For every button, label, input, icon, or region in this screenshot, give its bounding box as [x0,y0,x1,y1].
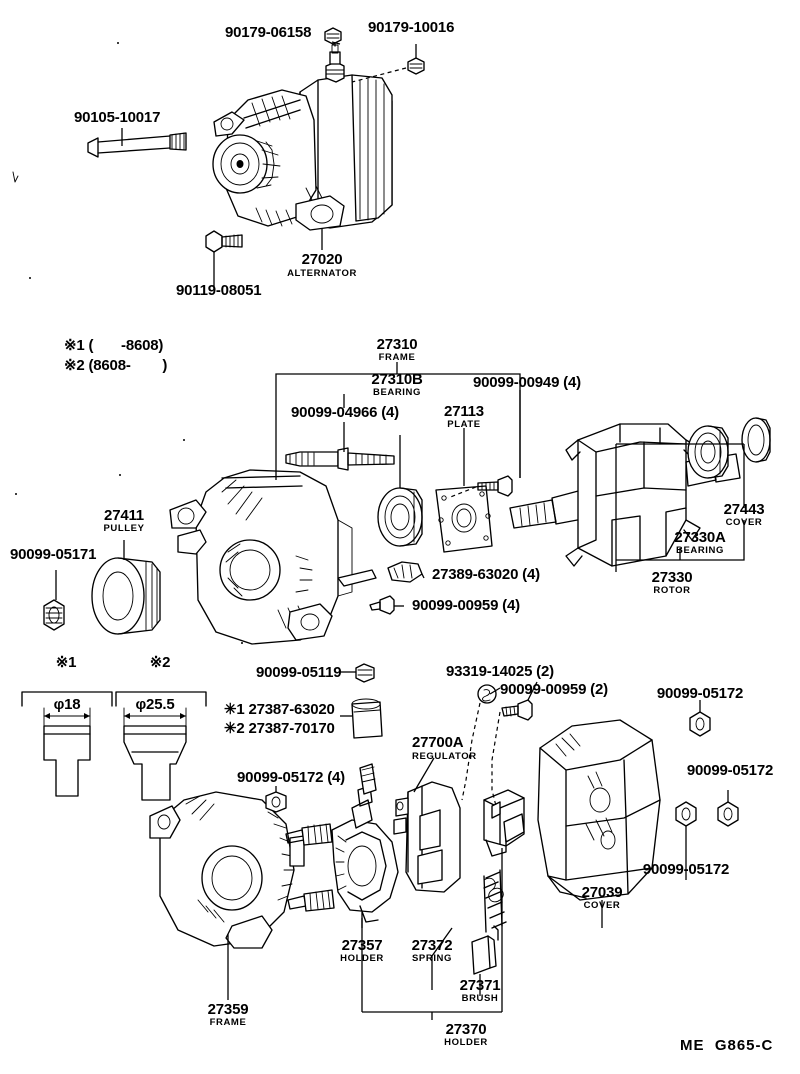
bearing-27330A-art [687,425,729,479]
callout-27387-70170: ✳2 27387-70170 [224,720,335,737]
callout-93319-14025: 93319-14025 (2) [446,663,554,680]
callout-27443-sub: COVER [725,517,763,528]
callout-90099-05172-b: 90099-05172 [686,762,774,779]
diagram-footer-code: ME G865-C [680,1037,774,1054]
callout-90099-05171: 90099-05171 [10,546,97,563]
callout-27372: 27372 [411,937,453,954]
callout-90099-05172-a: 90099-05172 [656,685,744,702]
callout-27700A-sub: REGULATOR [412,751,477,762]
callout-27372-sub: SPRING [411,953,453,964]
callout-90119-08051: 90119-08051 [176,282,262,299]
callout-27020-sub: ALTERNATOR [287,268,357,279]
bolt-10017-art [87,132,187,158]
holder-27357-art [331,763,399,923]
callout-27387-63020: ✳1 27387-63020 [224,701,335,718]
leader-lines [55,41,745,607]
screw-00949-art [447,475,513,499]
screw-00959-4-art [369,595,395,615]
cover-27443-art [741,417,771,463]
callout-27389-63020: 27389-63020 (4) [432,566,540,583]
dimension-phi25-5: φ25.5 [135,696,175,713]
callout-90099-05119: 90099-05119 [256,664,342,681]
callout-27359-sub: FRAME [209,1017,247,1028]
cover-27039-art [537,719,661,901]
pulley-27411-art [91,557,161,635]
callout-27020: 27020 [301,251,343,268]
callout-90099-00949: 90099-00949 (4) [473,374,581,391]
callout-27330A: 27330A [674,529,726,546]
callout-27371: 27371 [459,977,501,994]
screw-00959-2-art [491,699,533,807]
callout-27330-sub: ROTOR [653,585,691,596]
note-mark-1: ※1 ( -8608) [64,337,164,354]
callout-27310B: 27310B [371,371,423,388]
callout-90179-06158: 90179-06158 [225,24,312,41]
spring-27372-art [483,869,507,933]
brush-27371-art [471,925,499,975]
callout-90099-05172-c: 90099-05172 [642,861,730,878]
alternator-assembly-art [12,27,425,279]
frame-stud-bolts-art [285,823,335,912]
insulator-mark1-art [43,707,91,797]
callout-27039: 27039 [581,884,623,901]
callout-27411-sub: PULLEY [103,523,145,534]
callout-27359: 27359 [207,1001,249,1018]
callout-27357-sub: HOLDER [340,953,384,964]
plate-27113-art [435,485,493,553]
callout-27700A: 27700A [412,734,464,751]
callout-27370-sub: HOLDER [444,1037,488,1048]
callout-27113-sub: PLATE [447,419,481,430]
nut-05171-art [43,599,65,631]
frame-27359-art [149,791,305,949]
clip-27389-art [387,561,423,583]
callout-mark1-header: ※1 [55,654,77,671]
callout-27113: 27113 [444,403,484,420]
washer-05172-4-art [265,791,287,813]
callout-90179-10016: 90179-10016 [368,19,455,36]
terminal-s-art [461,684,497,801]
callout-27443: 27443 [723,501,765,518]
callout-90099-04966: 90099-04966 (4) [291,404,399,421]
callout-90105-10017: 90105-10017 [74,109,161,126]
through-bolt-04966-art [285,447,395,471]
bearing-27310B-art [377,487,423,547]
callout-90099-05172-4: 90099-05172 (4) [237,769,345,786]
brush-holder-27370-art [483,789,525,857]
callout-mark2-header: ※2 [149,654,171,671]
bush-27387-art [351,698,383,739]
callout-27039-sub: COVER [583,900,621,911]
dimension-phi18: φ18 [53,696,81,713]
callout-27411: 27411 [104,507,144,524]
regulator-27700A-art [393,781,461,893]
callout-27330A-sub: BEARING [675,545,725,556]
callout-27357: 27357 [341,937,383,954]
callout-27371-sub: BRUSH [461,993,499,1004]
note-mark-2: ※2 (8608- ) [64,357,168,374]
washer-05172-c-art [675,801,697,827]
callout-27330: 27330 [651,569,693,586]
insulator-mark2-art [123,707,187,801]
callout-27310-sub: FRAME [378,352,416,363]
washer-05172-a-art [689,711,711,737]
nut-06158-art [324,27,342,45]
callout-27370: 27370 [445,1021,487,1038]
callout-27310B-sub: BEARING [372,387,422,398]
bolt-08051-art [205,230,243,253]
callout-90099-00959-2: 90099-00959 (2) [500,681,608,698]
callout-90099-00959-4: 90099-00959 (4) [412,597,520,614]
regulator-section-art [21,663,739,975]
nut-05119-art [355,663,375,683]
callout-27310: 27310 [376,336,418,353]
nut-10016-art [407,57,425,75]
washer-05172-b-art [717,801,739,827]
